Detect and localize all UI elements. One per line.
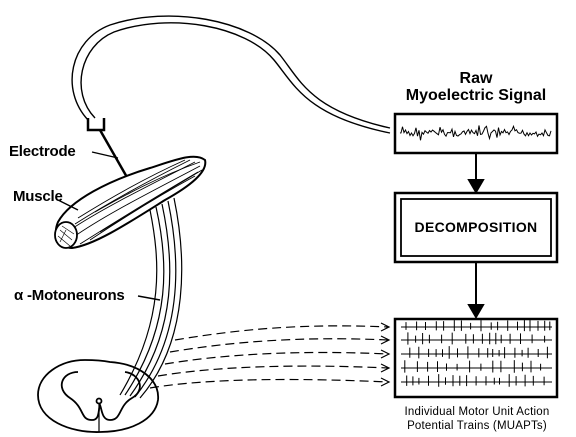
dashed-arrow-4 xyxy=(158,366,388,376)
raw-signal-title-line1: Raw xyxy=(395,70,557,87)
decomposition-label: DECOMPOSITION xyxy=(401,219,551,235)
electrode-cable xyxy=(72,16,390,133)
muapt-caption: Individual Motor Unit Action Potential T… xyxy=(382,405,572,433)
dashed-arrow-5 xyxy=(150,380,388,388)
dashed-arrow-3 xyxy=(165,352,388,364)
raw-signal-box xyxy=(395,114,557,153)
raw-signal-title-line2: Myoelectric Signal xyxy=(395,87,557,104)
dashed-arrow-1 xyxy=(175,326,388,340)
dashed-arrows xyxy=(150,323,389,388)
spinal-cord-section xyxy=(38,360,158,432)
raw-signal-title: Raw Myoelectric Signal xyxy=(395,70,557,104)
muscle xyxy=(55,157,205,248)
muscle-label: Muscle xyxy=(13,188,63,205)
dashed-arrow-2 xyxy=(170,339,388,352)
muapt-caption-line2: Potential Trains (MUAPTs) xyxy=(382,419,572,433)
motoneurons-leader xyxy=(138,296,160,300)
electrode-label: Electrode xyxy=(9,143,76,160)
muapt-caption-line1: Individual Motor Unit Action xyxy=(382,405,572,419)
motoneurons-label: α -Motoneurons xyxy=(14,287,125,304)
muapt-box xyxy=(395,319,557,397)
